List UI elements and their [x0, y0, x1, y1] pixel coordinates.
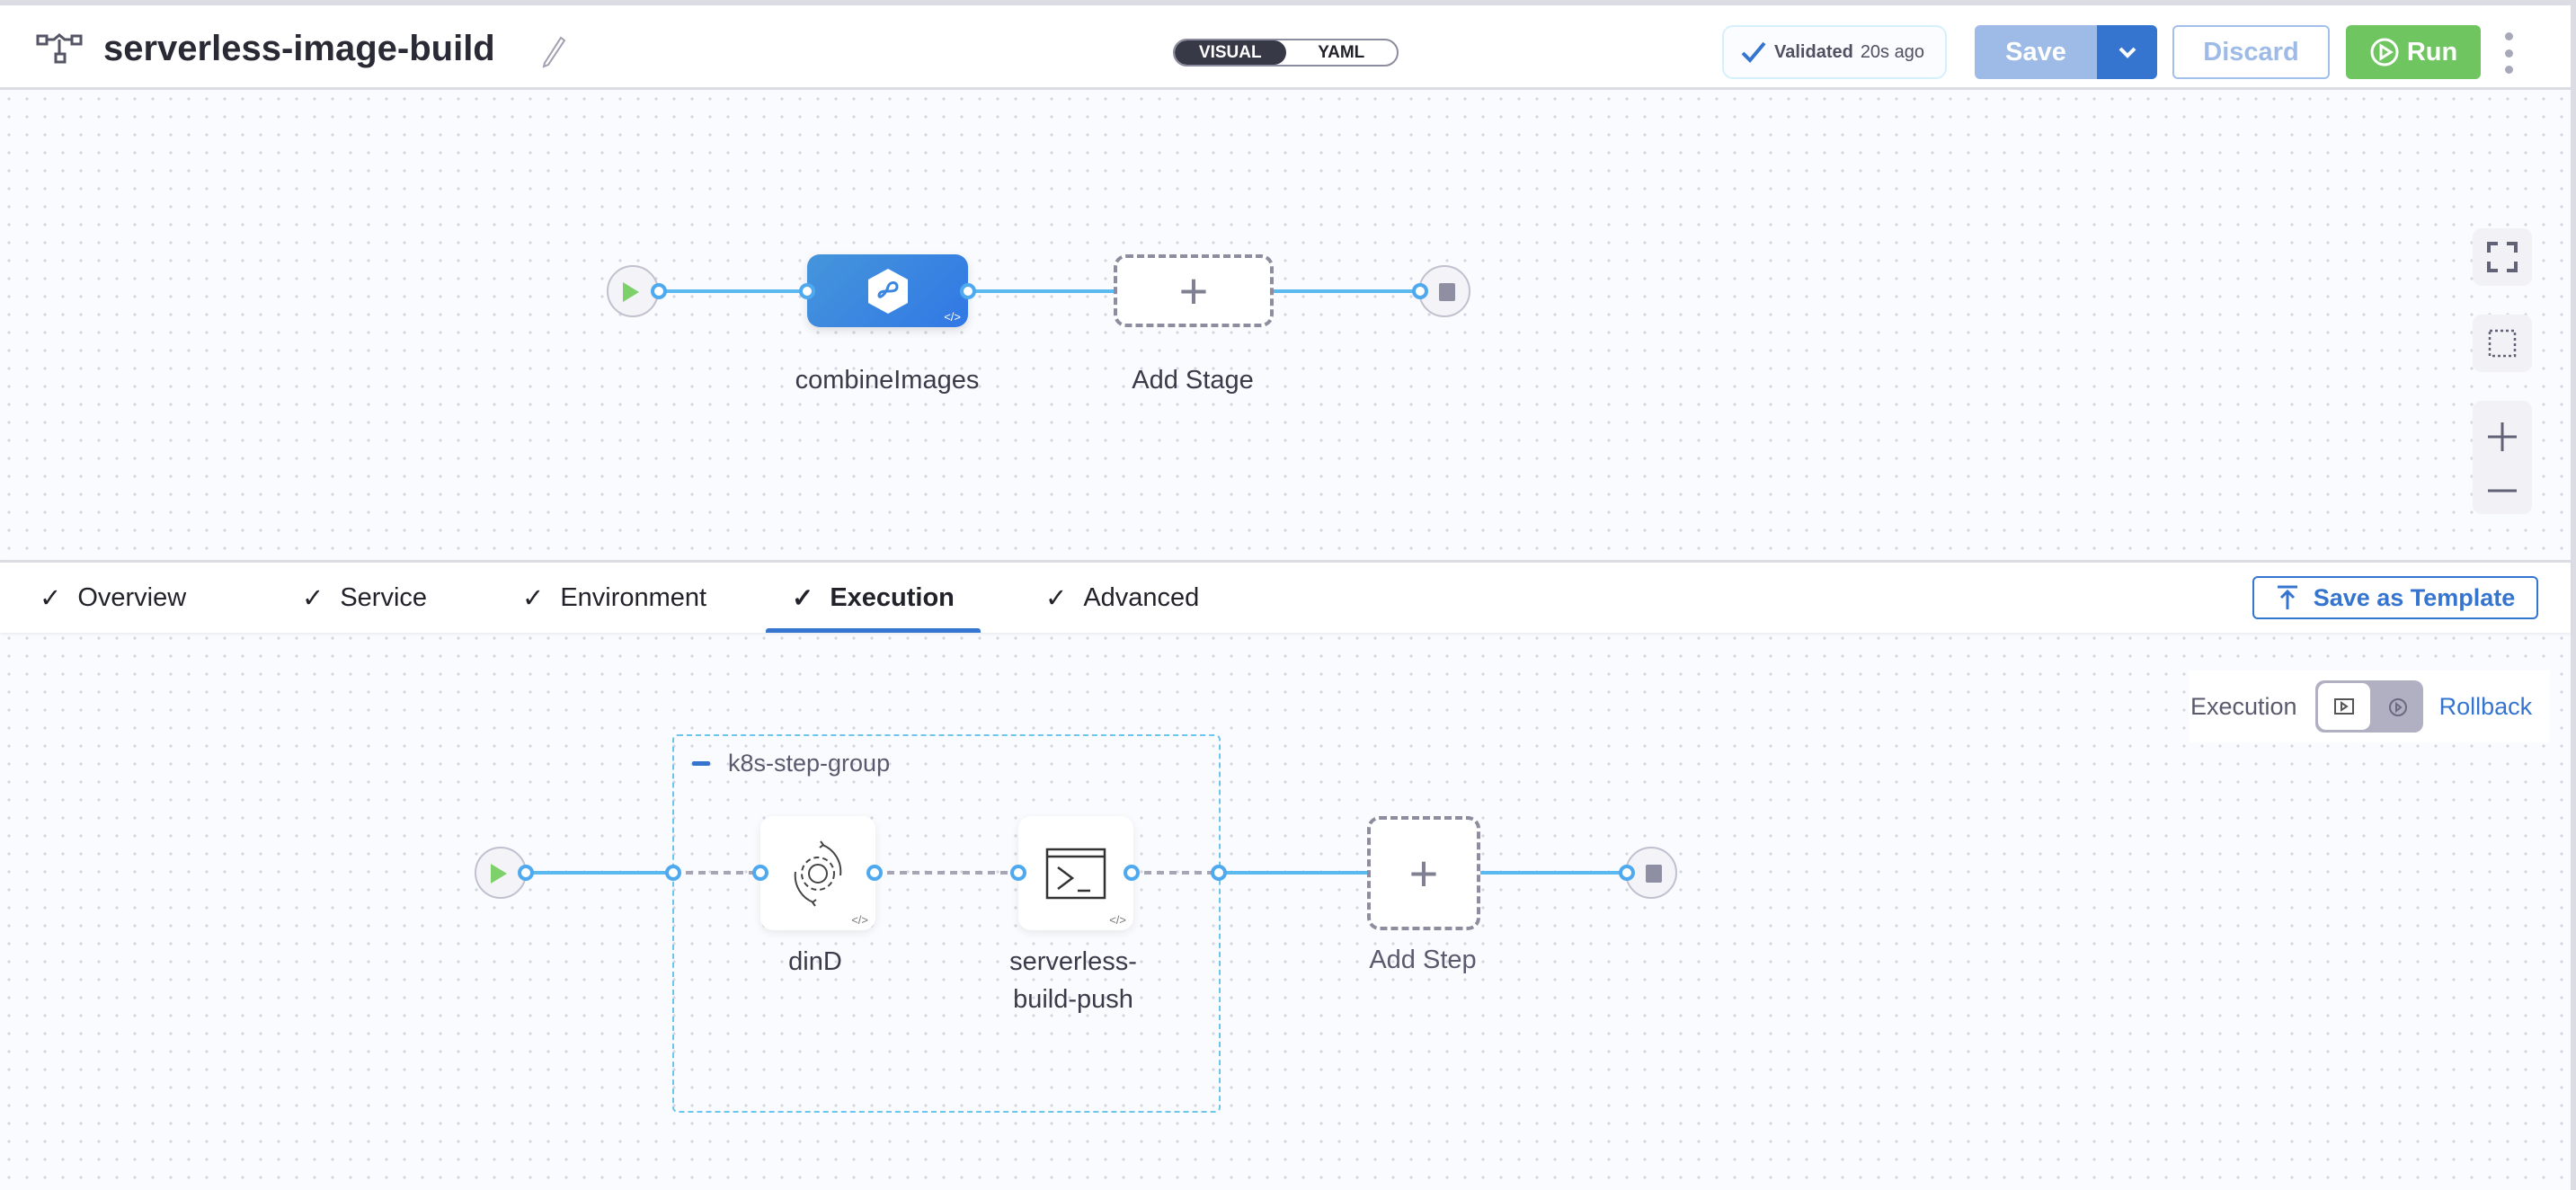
add-step-button[interactable]: + — [1367, 816, 1480, 930]
port — [752, 865, 768, 881]
port — [665, 865, 681, 881]
pipeline-start — [607, 265, 659, 317]
add-stage-button[interactable]: + — [1114, 254, 1274, 327]
stage-node-combineImages[interactable]: </> — [807, 254, 968, 327]
add-stage-label: Add Stage — [1132, 366, 1254, 395]
validated-time: 20s ago — [1860, 41, 1924, 62]
save-button[interactable]: Save — [1975, 25, 2097, 79]
yaml-code-icon: </> — [1109, 913, 1126, 927]
discard-button[interactable]: Discard — [2172, 25, 2330, 79]
tab-label: Environment — [560, 583, 707, 612]
step-node-dinD[interactable]: </> — [760, 816, 875, 930]
pipeline-icon — [36, 33, 83, 64]
zoom-in-icon[interactable] — [2487, 422, 2518, 452]
port — [866, 865, 883, 881]
port — [651, 283, 667, 299]
tab-label: Service — [340, 583, 428, 612]
start-play-icon — [491, 864, 507, 884]
step-group-header: k8s-step-group — [692, 750, 890, 777]
stop-icon — [1646, 865, 1662, 883]
port — [1619, 865, 1635, 881]
upload-icon — [2277, 585, 2297, 609]
tab-label: Execution — [830, 583, 955, 612]
play-circle-icon — [2370, 38, 2399, 67]
zoom-controls — [2473, 401, 2532, 514]
add-step-label: Add Step — [1369, 946, 1477, 974]
tab-advanced[interactable]: ✓ Advanced — [1045, 582, 1199, 614]
run-label: Run — [2406, 37, 2458, 67]
check-icon: ✓ — [40, 584, 62, 613]
validated-label: Validated — [1774, 41, 1853, 62]
step-node-serverless-build-push[interactable]: </> — [1018, 816, 1133, 930]
validation-badge[interactable]: Validated 20s ago — [1722, 25, 1947, 79]
plus-icon: + — [1178, 262, 1209, 319]
fit-to-screen-icon — [2487, 242, 2518, 272]
tab-label: Advanced — [1083, 583, 1200, 612]
mode-toggle[interactable] — [2314, 680, 2423, 733]
execution-mode-icon[interactable] — [2317, 683, 2370, 730]
stop-icon — [1439, 283, 1455, 301]
step-label-line1: serverless- — [1009, 947, 1137, 976]
execution-rollback-switch: Execution Rollback — [2189, 670, 2550, 742]
save-options-dropdown[interactable] — [2097, 25, 2157, 79]
header: serverless-image-build VISUAL YAML Valid… — [0, 0, 2572, 90]
step-group-name: k8s-step-group — [728, 750, 891, 777]
start-play-icon — [623, 282, 639, 302]
tab-label: Overview — [77, 583, 187, 612]
run-button[interactable]: Run — [2346, 25, 2481, 79]
port — [1412, 283, 1428, 299]
pipeline-stage-icon — [868, 269, 908, 314]
check-icon: ✓ — [1045, 584, 1068, 613]
rollback-mode-icon[interactable] — [2387, 697, 2409, 718]
plus-icon: + — [1408, 845, 1439, 901]
port — [960, 283, 976, 299]
check-icon — [1741, 41, 1766, 63]
chevron-down-icon — [2119, 47, 2136, 58]
tab-execution[interactable]: ✓ Execution — [792, 582, 955, 614]
port — [1211, 865, 1227, 881]
save-as-template-button[interactable]: Save as Template — [2252, 576, 2538, 619]
port — [1124, 865, 1140, 881]
right-border — [2571, 0, 2576, 1190]
view-toggle[interactable]: VISUAL YAML — [1173, 39, 1399, 67]
zoom-out-icon[interactable] — [2487, 488, 2518, 493]
save-template-label: Save as Template — [2313, 583, 2516, 611]
port — [799, 283, 815, 299]
select-area-button[interactable] — [2473, 315, 2532, 372]
check-icon: ✓ — [302, 584, 324, 613]
terminal-icon — [1045, 848, 1106, 899]
yaml-code-icon: </> — [944, 310, 961, 324]
stage-tabs: ✓ Overview ✓ Service ✓ Environment ✓ Executi… — [0, 560, 2571, 633]
yaml-option[interactable]: YAML — [1318, 42, 1365, 62]
active-tab-indicator — [766, 628, 981, 633]
step-label: dinD — [788, 947, 842, 976]
execution-mode-label: Execution — [2190, 692, 2297, 720]
check-icon: ✓ — [522, 584, 545, 613]
check-icon: ✓ — [792, 584, 814, 613]
yaml-code-icon: </> — [851, 913, 868, 927]
edit-pencil-icon[interactable] — [537, 32, 568, 68]
port — [518, 865, 534, 881]
gear-sync-icon — [794, 839, 842, 907]
select-area-icon — [2488, 329, 2517, 358]
more-options-icon[interactable] — [2501, 32, 2516, 74]
port — [1010, 865, 1026, 881]
fit-to-screen-button[interactable] — [2473, 228, 2532, 286]
collapse-icon[interactable] — [692, 761, 710, 766]
stage-label: combineImages — [795, 366, 980, 395]
tab-environment[interactable]: ✓ Environment — [522, 582, 706, 614]
visual-option[interactable]: VISUAL — [1175, 40, 1286, 65]
tab-service[interactable]: ✓ Service — [302, 582, 427, 614]
pipeline-canvas[interactable] — [0, 90, 2571, 1190]
rollback-link[interactable]: Rollback — [2438, 692, 2533, 720]
step-label-line2: build-push — [1013, 985, 1133, 1014]
step-group[interactable] — [672, 734, 1221, 1113]
tab-overview[interactable]: ✓ Overview — [40, 582, 186, 614]
pipeline-title: serverless-image-build — [103, 29, 495, 68]
